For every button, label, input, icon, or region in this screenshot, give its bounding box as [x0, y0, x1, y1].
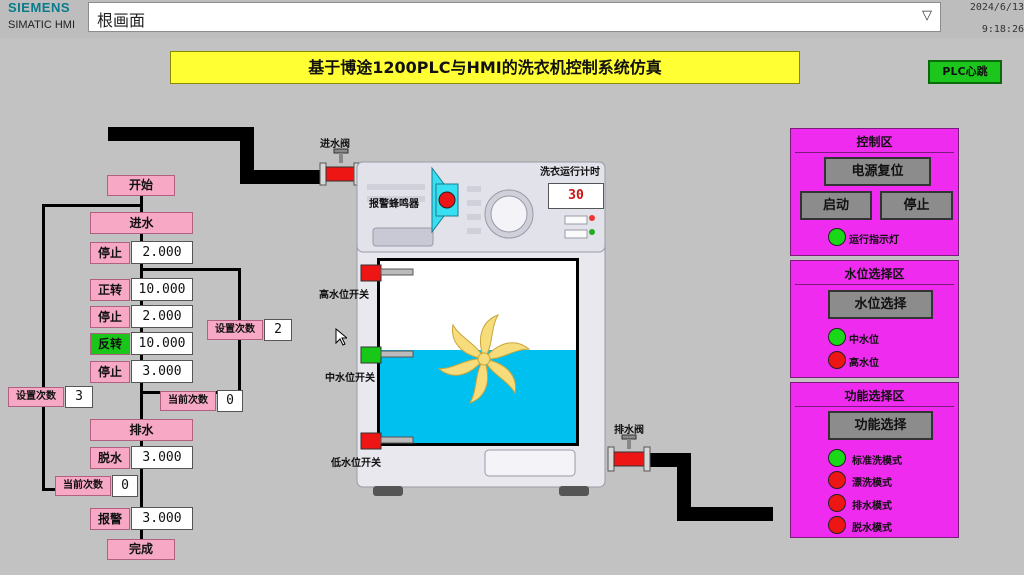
date-display: 2024/6/13	[969, 2, 1024, 13]
flow-stop2-label: 停止	[90, 306, 130, 328]
timer-value: 30	[548, 183, 604, 209]
plc-heartbeat-button[interactable]: PLC心跳	[928, 60, 1002, 84]
drain-valve-icon[interactable]	[606, 433, 652, 475]
low-level-switch-label: 低水位开关	[331, 458, 381, 469]
run-indicator-label: 运行指示灯	[849, 235, 899, 246]
run-indicator-lamp	[828, 228, 846, 246]
siemens-logo: SIEMENS	[8, 0, 71, 15]
mid-level-lamp	[828, 328, 846, 346]
water-level-panel: 水位选择区	[790, 260, 959, 378]
washing-machine	[356, 161, 606, 496]
flow-start: 开始	[107, 175, 175, 196]
spin-mode-lamp	[828, 516, 846, 534]
inner-current-count-label: 当前次数	[160, 391, 216, 411]
flow-stop1-value[interactable]: 2.000	[131, 241, 193, 264]
rinse-label: 漂洗模式	[852, 478, 892, 489]
flow-stop3-value[interactable]: 3.000	[131, 360, 193, 383]
high-level-label: 高水位	[849, 358, 879, 369]
spin-mode-label: 脱水模式	[852, 523, 892, 534]
mouse-cursor-icon	[335, 328, 347, 346]
buzzer-label: 报警蜂鸣器	[369, 199, 419, 210]
mid-level-label: 中水位	[849, 335, 879, 346]
inner-set-count-label: 设置次数	[207, 320, 263, 340]
function-select-button[interactable]: 功能选择	[828, 411, 933, 440]
flow-done: 完成	[107, 539, 175, 560]
inner-current-count-value: 0	[217, 390, 243, 412]
flow-stop3-label: 停止	[90, 361, 130, 383]
high-level-switch-icon	[360, 264, 414, 282]
inlet-valve-label: 进水阀	[320, 139, 350, 150]
outer-set-count-value[interactable]: 3	[65, 386, 93, 408]
inlet-pipe-to-valve	[240, 170, 325, 184]
power-reset-button[interactable]: 电源复位	[824, 157, 931, 186]
flow-forward-value[interactable]: 10.000	[131, 278, 193, 301]
low-level-switch-icon	[360, 432, 414, 450]
chevron-down-icon[interactable]: ▽	[922, 8, 932, 23]
flow-drain: 排水	[90, 419, 193, 441]
outer-set-count-label: 设置次数	[8, 387, 64, 407]
outer-current-count-label: 当前次数	[55, 476, 111, 496]
stop-button[interactable]: 停止	[880, 191, 953, 220]
flow-stop2-value[interactable]: 2.000	[131, 305, 193, 328]
water-level-panel-title: 水位选择区	[844, 267, 905, 281]
flow-outer-loop-bottom	[42, 488, 56, 491]
inlet-pipe-horizontal	[108, 127, 253, 141]
flow-reverse-value[interactable]: 10.000	[131, 332, 193, 355]
time-display: 9:18:26	[981, 24, 1024, 35]
drain-valve-label: 排水阀	[614, 425, 644, 436]
inlet-pipe-vertical	[240, 127, 254, 184]
standard-wash-label: 标准洗模式	[852, 456, 902, 467]
flow-outer-loop-left	[42, 204, 45, 490]
start-button[interactable]: 启动	[800, 191, 872, 220]
flow-alarm-label: 报警	[90, 508, 130, 530]
timer-label: 洗衣运行计时	[540, 167, 600, 178]
water-level-select-button[interactable]: 水位选择	[828, 290, 933, 319]
drain-pipe-outlet	[677, 507, 773, 521]
inner-set-count-value[interactable]: 2	[264, 319, 292, 341]
product-name: SIMATIC HMI	[8, 19, 76, 31]
flow-stop1-label: 停止	[90, 242, 130, 264]
screen-selector[interactable]: 根画面 ▽	[88, 2, 941, 32]
rinse-lamp	[828, 471, 846, 489]
screen-name: 根画面	[97, 11, 146, 30]
drain-mode-lamp	[828, 494, 846, 512]
high-level-lamp	[828, 351, 846, 369]
control-panel-title: 控制区	[856, 135, 893, 149]
mid-level-switch-label: 中水位开关	[325, 373, 375, 384]
outer-current-count-value: 0	[112, 475, 138, 497]
drain-mode-label: 排水模式	[852, 501, 892, 512]
page-title: 基于博途1200PLC与HMI的洗衣机控制系统仿真	[170, 51, 800, 84]
flow-spin-label: 脱水	[90, 447, 130, 469]
standard-wash-lamp	[828, 449, 846, 467]
flow-alarm-value[interactable]: 3.000	[131, 507, 193, 530]
flow-forward-label: 正转	[90, 279, 130, 301]
function-select-panel: 功能选择区	[790, 382, 959, 538]
agitator-icon	[438, 314, 530, 404]
flow-outer-loop-top	[42, 204, 142, 207]
flow-spin-value[interactable]: 3.000	[131, 446, 193, 469]
flow-water-in: 进水	[90, 212, 193, 234]
buzzer-icon	[431, 166, 459, 234]
high-level-switch-label: 高水位开关	[319, 290, 369, 301]
drain-pipe-vertical	[677, 453, 691, 520]
function-panel-title: 功能选择区	[844, 389, 905, 403]
flow-inner-loop-top	[140, 268, 240, 271]
mid-level-switch-icon	[360, 346, 414, 364]
flow-reverse-label: 反转	[90, 333, 130, 355]
